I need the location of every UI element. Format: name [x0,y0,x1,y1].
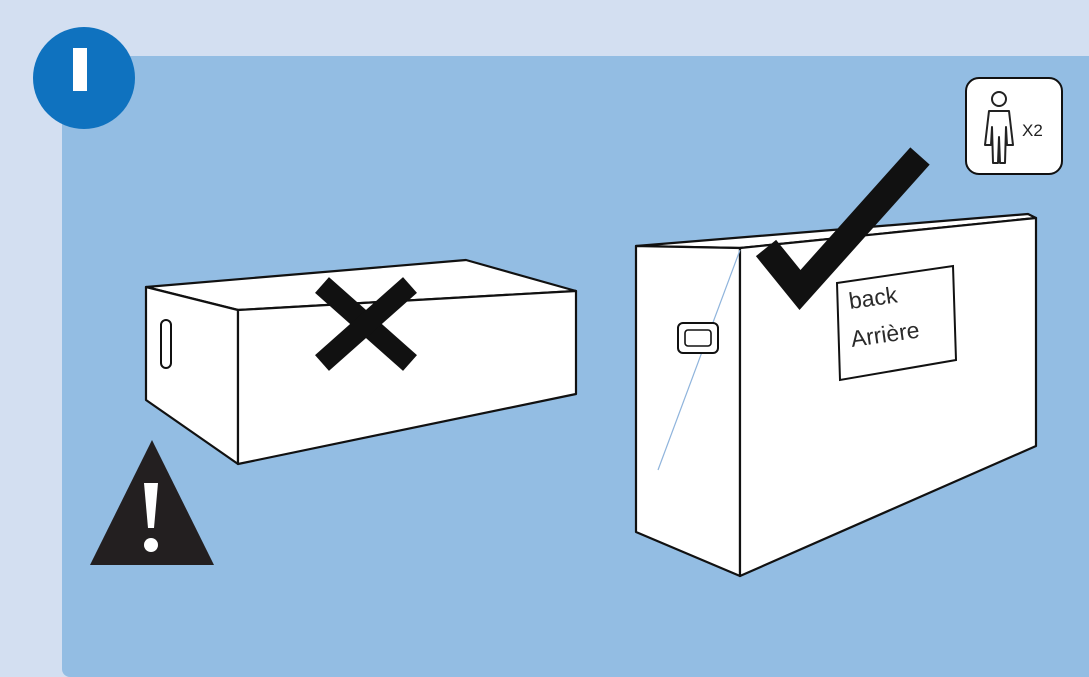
upright-box: back Arrière [634,212,1038,578]
box-crease-line [657,249,741,471]
warning-triangle-icon [90,440,214,565]
person-count: X2 [1022,121,1043,140]
checkmark-icon [755,147,930,311]
flat-box [144,258,578,466]
cross-icon [315,277,417,371]
handle-grip [684,329,712,347]
back-label [835,264,958,382]
flat-box-front [236,289,578,466]
handle-icon [677,322,719,354]
upright-box-side [634,244,742,578]
two-person-lift-badge: X2 [965,77,1063,175]
upright-box-front [738,216,1038,578]
flat-box-side [144,285,240,466]
step-number-glyph [73,48,87,91]
person-icon [984,91,1014,164]
handle-icon [160,319,172,369]
